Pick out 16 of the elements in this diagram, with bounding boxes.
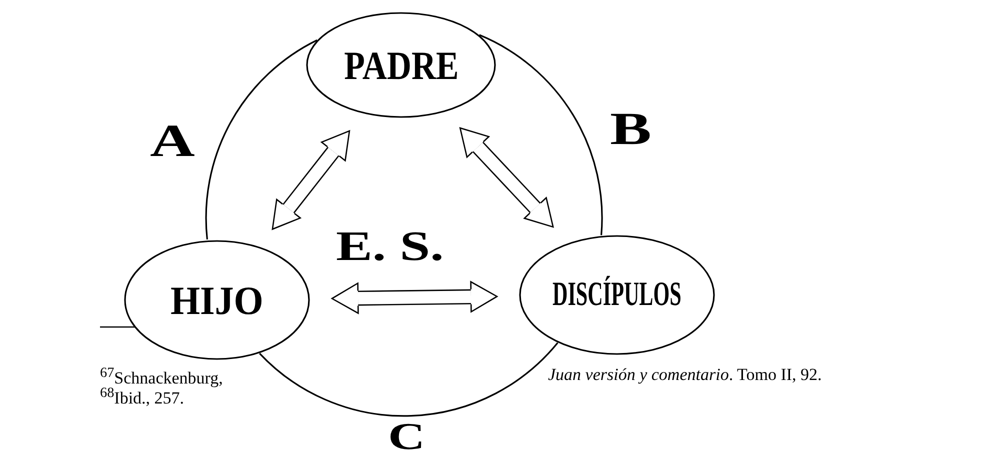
center-label: E. S. (336, 226, 444, 268)
footnote-text: Juan versión y comentario. Tomo II, 92. (548, 366, 822, 385)
node-label: DISCÍPULOS (552, 276, 682, 314)
node-label: PADRE (344, 42, 458, 88)
edge-label: A (150, 118, 195, 164)
ellipse-node (124, 240, 310, 360)
edge-label: B (610, 106, 652, 152)
ellipse-node (519, 235, 715, 355)
edge-label: C (388, 418, 426, 456)
arc-connector (205, 39, 318, 240)
arc-connector (259, 342, 558, 417)
arc-connector (478, 34, 603, 236)
ellipse-node (306, 12, 496, 118)
node-label: HIJO (170, 276, 264, 324)
footnote-text: $^{68}$Ibid., 257. (100, 386, 184, 408)
footnote-text: $^{67}$Schnackenburg, (100, 366, 223, 388)
